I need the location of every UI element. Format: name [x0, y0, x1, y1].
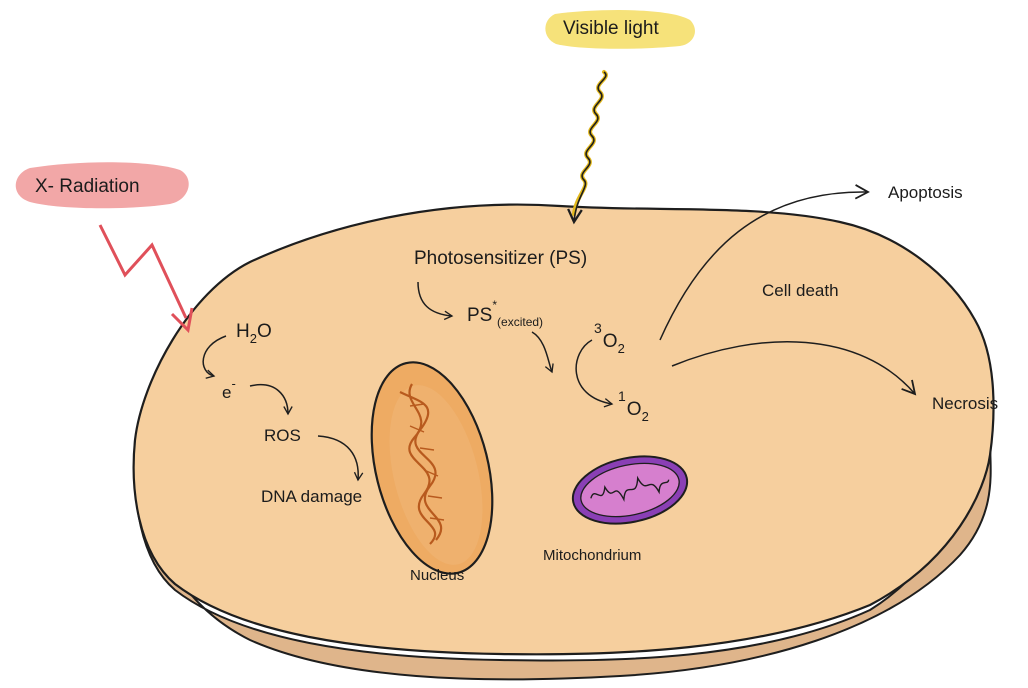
- electron-sup: -: [231, 376, 236, 391]
- mitochondrion-cristae: [590, 475, 670, 502]
- xray-bolt: [98, 224, 188, 319]
- triplet-oxygen-pre: 3: [594, 320, 602, 336]
- ros-label: ROS: [264, 426, 301, 445]
- apoptosis-label: Apoptosis: [888, 183, 963, 202]
- light-label: Visible light: [563, 18, 659, 39]
- light-arrow: [574, 71, 607, 222]
- singlet-oxygen-base: O: [626, 399, 642, 420]
- triplet-oxygen-label: 3O2: [594, 321, 625, 355]
- dna-strand-a: [399, 391, 443, 541]
- necrosis-label: Necrosis: [932, 394, 999, 413]
- water-rest: O: [256, 321, 272, 342]
- xray-badge: [15, 162, 189, 209]
- photosensitizer-label: Photosensitizer (PS): [414, 248, 588, 269]
- ps-excited-base: PS: [467, 305, 493, 326]
- electron-base: e: [222, 383, 232, 402]
- nucleus-label: Nucleus: [410, 567, 465, 584]
- arrow-excited-to-oxygen: [531, 331, 554, 374]
- light-badge: [545, 10, 695, 49]
- singlet-oxygen-sub: 2: [641, 409, 649, 424]
- ps-excited-sup: *: [492, 298, 498, 312]
- cell-death-label: Cell death: [762, 281, 839, 300]
- electron-label: e-: [222, 377, 236, 402]
- xray-bolt-head: [170, 307, 194, 334]
- ps-excited-label: PS* (excited): [467, 299, 543, 328]
- water-base: H: [236, 321, 250, 342]
- singlet-oxygen-label: 1O2: [618, 389, 649, 423]
- dna-strand-b: [408, 383, 437, 545]
- dna-damage-label: DNA damage: [261, 487, 363, 506]
- arrow-water-to-electron: [202, 335, 227, 379]
- dna-rungs: [409, 403, 445, 521]
- mitochondrion-group: [571, 455, 689, 525]
- arrow-triplet-to-singlet: [575, 339, 614, 408]
- arrow-electron-to-ros: [249, 384, 293, 416]
- triplet-oxygen-sub: 2: [617, 341, 625, 356]
- arrow-to-necrosis: [671, 341, 917, 396]
- ps-excited-sub: (excited): [497, 315, 544, 329]
- singlet-oxygen-pre: 1: [618, 388, 626, 404]
- cell-top: [132, 203, 995, 656]
- water-label: H2O: [236, 321, 272, 345]
- triplet-oxygen-base: O: [602, 331, 618, 352]
- arrow-ps-to-excited: [417, 281, 454, 321]
- xray-label: X- Radiation: [35, 176, 140, 197]
- arrow-to-apoptosis: [659, 184, 870, 341]
- arrow-ros-to-dna: [317, 435, 364, 482]
- nucleus-group: [370, 361, 494, 575]
- water-sub: 2: [249, 331, 257, 346]
- mitochondrion-label: Mitochondrium: [543, 547, 642, 564]
